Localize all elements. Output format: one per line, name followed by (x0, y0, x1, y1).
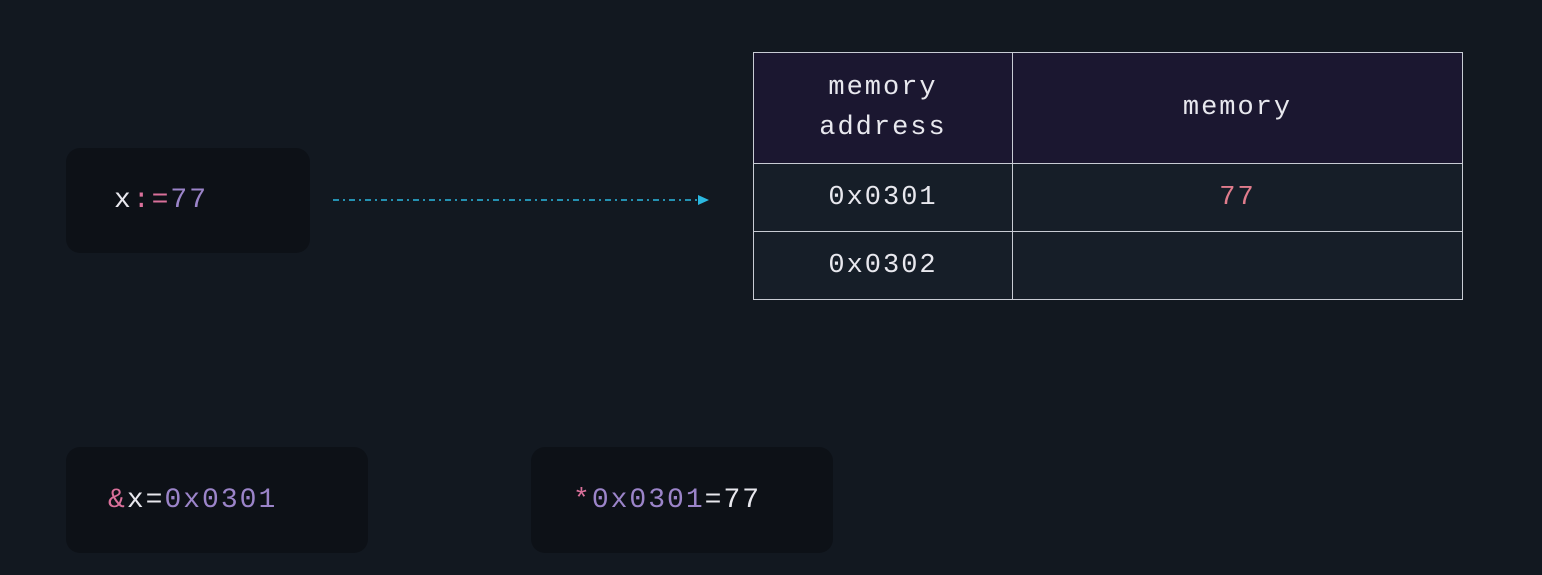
address-of-operator: & (108, 484, 127, 516)
variable-name: x (126, 484, 146, 516)
value-cell: 77 (1012, 163, 1463, 232)
assign-operator: := (132, 185, 171, 216)
dereferenced-value: 77 (723, 484, 762, 516)
equals-sign: = (145, 484, 165, 516)
header-memory-address: memory address (753, 52, 1013, 164)
table-header-row: memory address memory (753, 52, 1463, 164)
dashed-arrow (333, 195, 709, 205)
header-memory-address-label: memory address (819, 73, 947, 143)
address-cell: 0x0301 (753, 163, 1013, 232)
value-cell (1012, 231, 1463, 300)
table-row: 0x0302 (753, 231, 1463, 300)
address-value: 0x0301 (164, 484, 278, 516)
variable-name: x (114, 185, 133, 216)
table-row: 0x0301 77 (753, 163, 1463, 232)
address-of-code-block: &x = 0x0301 (66, 447, 368, 553)
dereferenced-address: 0x0301 (591, 484, 705, 516)
assignment-code-block: x := 77 (66, 148, 310, 253)
address-cell: 0x0302 (753, 231, 1013, 300)
memory-table: memory address memory 0x0301 77 0x0302 (753, 52, 1463, 300)
equals-sign: = (704, 484, 724, 516)
dereference-operator: * (573, 484, 592, 516)
header-memory: memory (1012, 52, 1463, 164)
dereference-code-block: *0x0301 = 77 (531, 447, 833, 553)
assigned-value: 77 (170, 185, 209, 216)
